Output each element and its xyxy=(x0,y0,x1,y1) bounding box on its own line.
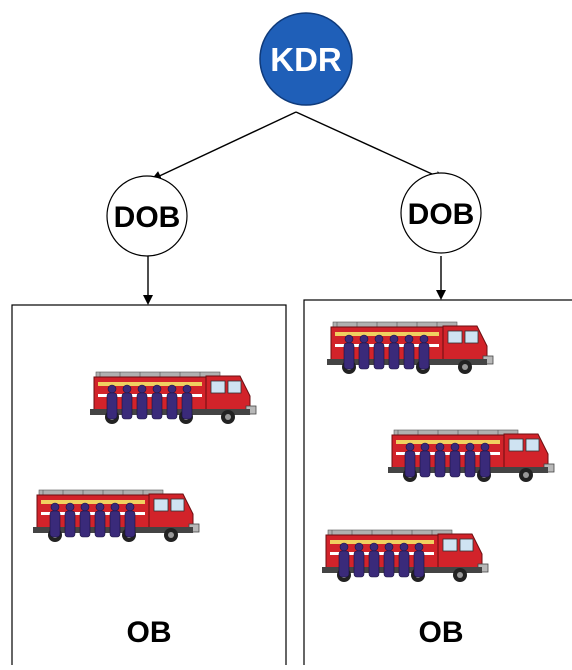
node-left-label: DOB xyxy=(114,201,181,234)
fire-truck-with-crew-icon xyxy=(32,489,200,543)
group-left-box xyxy=(11,304,287,670)
fire-truck-with-crew-icon xyxy=(387,429,555,483)
node-right: DOB xyxy=(400,172,482,254)
node-right-label: DOB xyxy=(408,198,475,231)
node-right-circle xyxy=(400,172,482,254)
node-root: KDR xyxy=(259,12,353,106)
group-left-label: OB xyxy=(126,616,172,649)
fire-truck-with-crew-icon xyxy=(326,321,494,375)
node-left: DOB xyxy=(106,175,188,257)
fire-truck-with-crew-icon xyxy=(321,529,489,583)
edge-root-to-left xyxy=(151,111,297,181)
group-right-box xyxy=(303,299,572,670)
node-left-circle xyxy=(106,175,188,257)
fire-truck-with-crew-icon xyxy=(89,371,257,425)
group-right-label: OB xyxy=(418,616,464,649)
node-root-label: KDR xyxy=(270,41,342,78)
edge-root-to-right xyxy=(295,111,445,181)
node-root-circle xyxy=(259,12,353,106)
